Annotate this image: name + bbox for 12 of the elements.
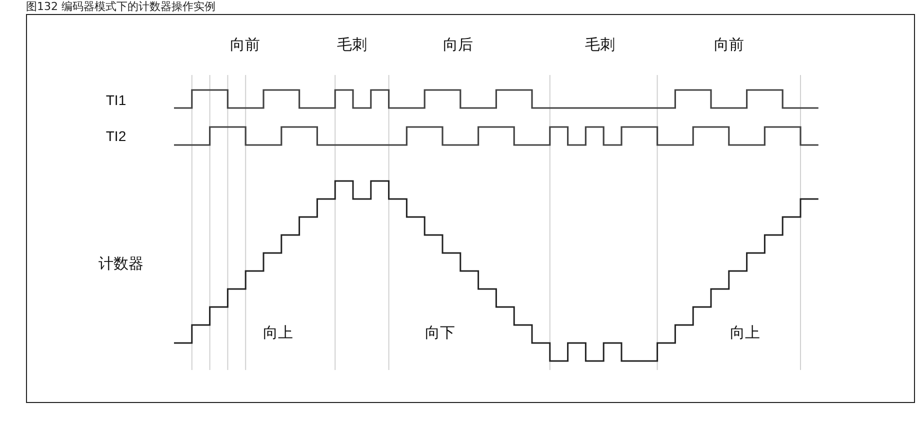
glitch-label: 毛刺 <box>585 36 615 54</box>
direction-label: 向前 <box>230 36 260 54</box>
signal-name: TI1 <box>106 92 126 108</box>
count-direction-label: 向上 <box>730 324 760 342</box>
figure-title: 图132 编码器模式下的计数器操作实例 <box>26 0 216 13</box>
signal-name: 计数器 <box>98 254 144 274</box>
count-direction-label: 向下 <box>425 324 455 342</box>
direction-label: 向前 <box>714 36 744 54</box>
signal-name: TI2 <box>106 128 126 144</box>
count-direction-label: 向上 <box>263 324 293 342</box>
glitch-label: 毛刺 <box>337 36 367 54</box>
direction-label: 向后 <box>443 36 473 54</box>
